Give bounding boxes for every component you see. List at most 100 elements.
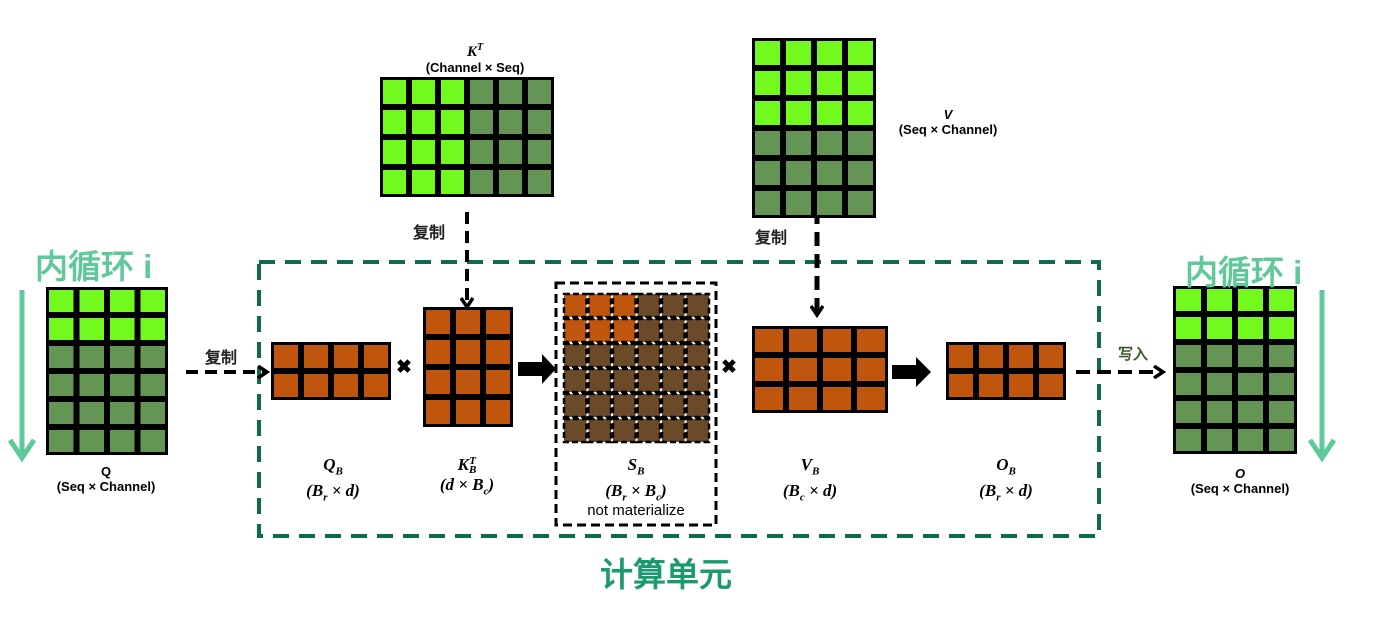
matrix-cell	[456, 400, 480, 424]
matrix-cell	[1176, 401, 1201, 423]
matrix-cell	[660, 317, 686, 344]
matrix-cell	[823, 329, 851, 352]
matrix-cell	[611, 367, 637, 394]
matrix-cell	[562, 392, 588, 419]
matrix-cell	[1207, 373, 1232, 395]
matrix-cell	[562, 317, 588, 344]
matrix-cell	[383, 170, 406, 194]
copy-label-q: 复制	[205, 350, 238, 367]
matrix-cell	[426, 370, 450, 394]
matrix-cell	[110, 318, 135, 340]
matrix-cell	[274, 374, 298, 397]
matrix-cell	[857, 329, 885, 352]
matrix-cell	[528, 110, 551, 134]
matrix-cell	[110, 430, 135, 452]
matrix-cell	[755, 131, 780, 155]
matrix-kt	[380, 77, 554, 197]
matrix-border	[1173, 286, 1297, 454]
matrix-cell	[470, 110, 493, 134]
matrix-cell	[848, 161, 873, 185]
matrix-cell	[755, 71, 780, 95]
matrix-cell	[789, 387, 817, 410]
matrix-cell	[140, 346, 165, 368]
matrix-cell	[79, 346, 104, 368]
matrix-cell	[49, 430, 74, 452]
matrix-cell	[611, 292, 637, 319]
matrix-cell	[486, 370, 510, 394]
matrix-cell	[786, 191, 811, 215]
matrix-cell	[1176, 289, 1201, 311]
matrix-cell	[441, 140, 464, 164]
q-dims: (Seq × Channel)	[56, 479, 156, 494]
matrix-cell	[304, 345, 328, 368]
matrix-cell	[1207, 289, 1232, 311]
matrix-cell	[1238, 429, 1263, 451]
matrix-cell	[456, 370, 480, 394]
matrix-cell	[49, 290, 74, 312]
arrow-vb-to-ob	[892, 357, 931, 387]
matrix-cell	[636, 317, 662, 344]
matrix-cell	[786, 41, 811, 65]
matrix-cell	[110, 290, 135, 312]
matrix-cell	[334, 345, 358, 368]
matrix-cell	[110, 374, 135, 396]
matrix-cell	[49, 402, 74, 424]
matrix-cell	[486, 400, 510, 424]
matrix-cell	[611, 342, 637, 369]
matrix-cell	[660, 367, 686, 394]
matrix-cell	[786, 71, 811, 95]
matrix-cell	[1238, 345, 1263, 367]
kt-name: KT	[466, 42, 484, 60]
sb-label: SB (Br × Bc)	[605, 455, 667, 504]
matrix-cell	[528, 170, 551, 194]
matrix-cell	[441, 110, 464, 134]
o-label: O (Seq × Channel)	[1180, 466, 1300, 496]
matrix-cell	[49, 374, 74, 396]
matrix-cell	[979, 374, 1003, 397]
matrix-cell	[587, 342, 613, 369]
matrix-cell	[685, 392, 711, 419]
matrix-cell	[685, 292, 711, 319]
compute-unit-title: 计算单元	[600, 556, 732, 593]
matrix-cell	[426, 310, 450, 334]
matrix-cell	[817, 71, 842, 95]
matrix-cell	[786, 161, 811, 185]
v-name: V	[943, 107, 953, 122]
matrix-cell	[1176, 317, 1201, 339]
matrix-cell	[140, 374, 165, 396]
matrix-cell	[364, 374, 388, 397]
matrix-cell	[755, 329, 783, 352]
matrix-cell	[1269, 345, 1294, 367]
matrix-cell	[1238, 289, 1263, 311]
matrix-cell	[1238, 317, 1263, 339]
matrix-cell	[1009, 374, 1033, 397]
matrix-cell	[486, 310, 510, 334]
matrix-cell	[140, 402, 165, 424]
matrix-cell	[334, 374, 358, 397]
matrix-cell	[817, 191, 842, 215]
matrix-cell	[456, 310, 480, 334]
matrix-cell	[660, 342, 686, 369]
multiply-icon: ✖	[396, 357, 412, 378]
compute-unit-frame	[257, 260, 1101, 538]
matrix-cell	[660, 292, 686, 319]
matrix-cell	[636, 417, 662, 444]
matrix-kbt	[423, 307, 513, 427]
matrix-cell	[755, 358, 783, 381]
matrix-cell	[412, 80, 435, 104]
matrix-cell	[685, 417, 711, 444]
matrix-cell	[611, 392, 637, 419]
matrix-cell	[1039, 345, 1063, 368]
matrix-cell	[1207, 401, 1232, 423]
matrix-cell	[470, 140, 493, 164]
o-dims: (Seq × Channel)	[1190, 481, 1290, 496]
matrix-cell	[470, 80, 493, 104]
matrix-cell	[110, 346, 135, 368]
matrix-cell	[274, 345, 298, 368]
matrix-cell	[587, 392, 613, 419]
matrix-cell	[848, 191, 873, 215]
matrix-cell	[1238, 401, 1263, 423]
matrix-sb	[562, 292, 711, 444]
